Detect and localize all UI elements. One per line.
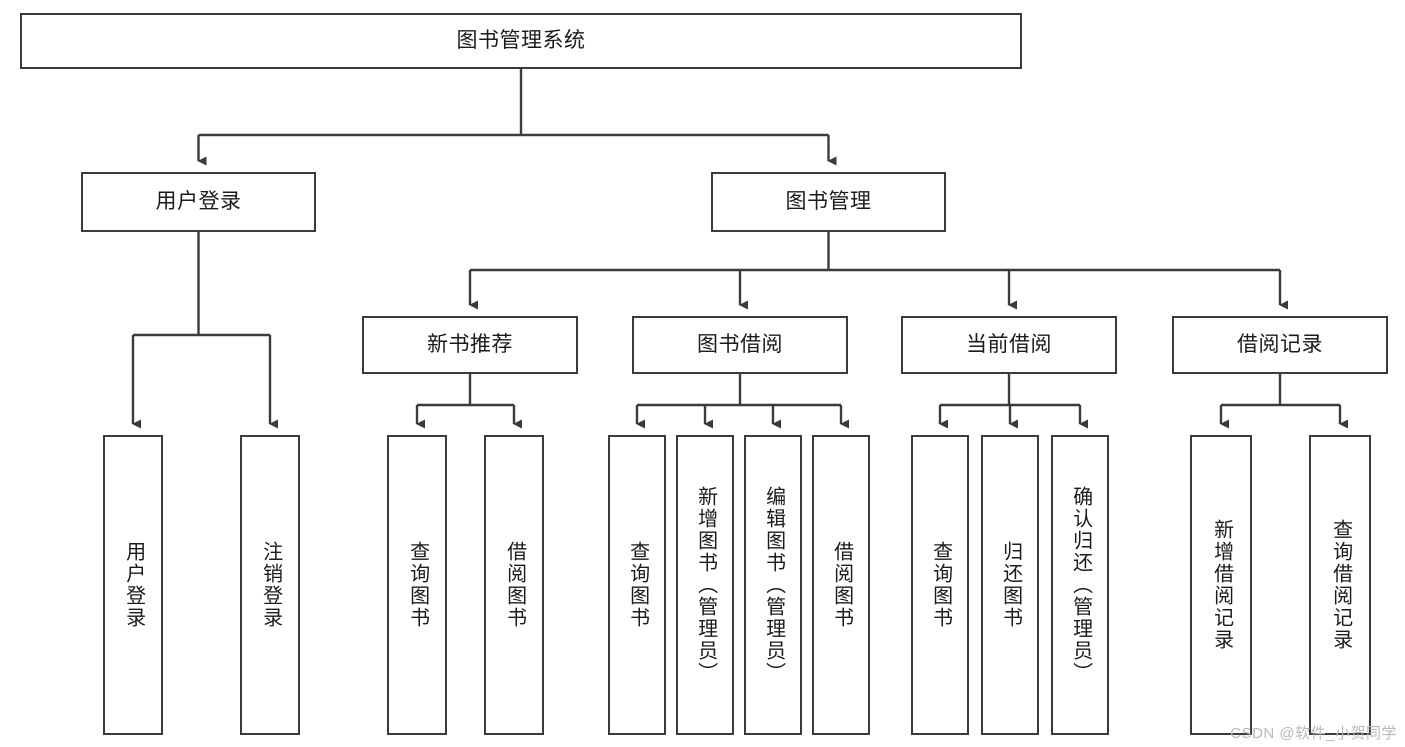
- leaf-node: 归还图书: [981, 435, 1039, 735]
- branch-node: 当前借阅: [901, 316, 1117, 374]
- node-label: 查询图书: [929, 541, 952, 629]
- leaf-node: 用户登录: [103, 435, 163, 735]
- leaf-node: 查询图书: [608, 435, 666, 735]
- node-label: 查询借阅记录: [1329, 519, 1352, 651]
- leaf-node: 查询借阅记录: [1309, 435, 1371, 735]
- node-label: 用户登录: [122, 541, 145, 629]
- leaf-node: 查询图书: [387, 435, 447, 735]
- node-label: 图书管理系统: [456, 28, 586, 52]
- watermark: CSDN @软件_小贺同学: [1230, 725, 1397, 742]
- node-label: 当前借阅: [966, 332, 1052, 356]
- leaf-node: 借阅图书: [812, 435, 870, 735]
- node-label: 借阅图书: [830, 541, 853, 629]
- leaf-node: 新增借阅记录: [1190, 435, 1252, 735]
- branch-node: 用户登录: [81, 172, 316, 232]
- leaf-node: 新增图书（管理员）: [676, 435, 734, 735]
- root-node: 图书管理系统: [20, 13, 1022, 69]
- node-label: 注销登录: [259, 541, 282, 629]
- node-label: 归还图书: [999, 541, 1022, 629]
- node-label: 图书借阅: [697, 332, 783, 356]
- node-label: 借阅图书: [503, 541, 526, 629]
- branch-node: 借阅记录: [1172, 316, 1388, 374]
- leaf-node: 查询图书: [911, 435, 969, 735]
- node-label: 查询图书: [406, 541, 429, 629]
- node-label: 查询图书: [626, 541, 649, 629]
- node-label: 新增借阅记录: [1210, 519, 1233, 651]
- branch-node: 新书推荐: [362, 316, 578, 374]
- node-label: 编辑图书（管理员）: [762, 486, 785, 684]
- node-label: 用户登录: [155, 189, 242, 213]
- branch-node: 图书管理: [711, 172, 946, 232]
- node-label: 新书推荐: [427, 332, 513, 356]
- node-label: 图书管理: [785, 189, 872, 213]
- leaf-node: 编辑图书（管理员）: [744, 435, 802, 735]
- leaf-node: 借阅图书: [484, 435, 544, 735]
- node-label: 借阅记录: [1237, 332, 1323, 356]
- node-label: 确认归还（管理员）: [1069, 486, 1092, 684]
- branch-node: 图书借阅: [632, 316, 848, 374]
- leaf-node: 注销登录: [240, 435, 300, 735]
- leaf-node: 确认归还（管理员）: [1051, 435, 1109, 735]
- node-label: 新增图书（管理员）: [694, 486, 717, 684]
